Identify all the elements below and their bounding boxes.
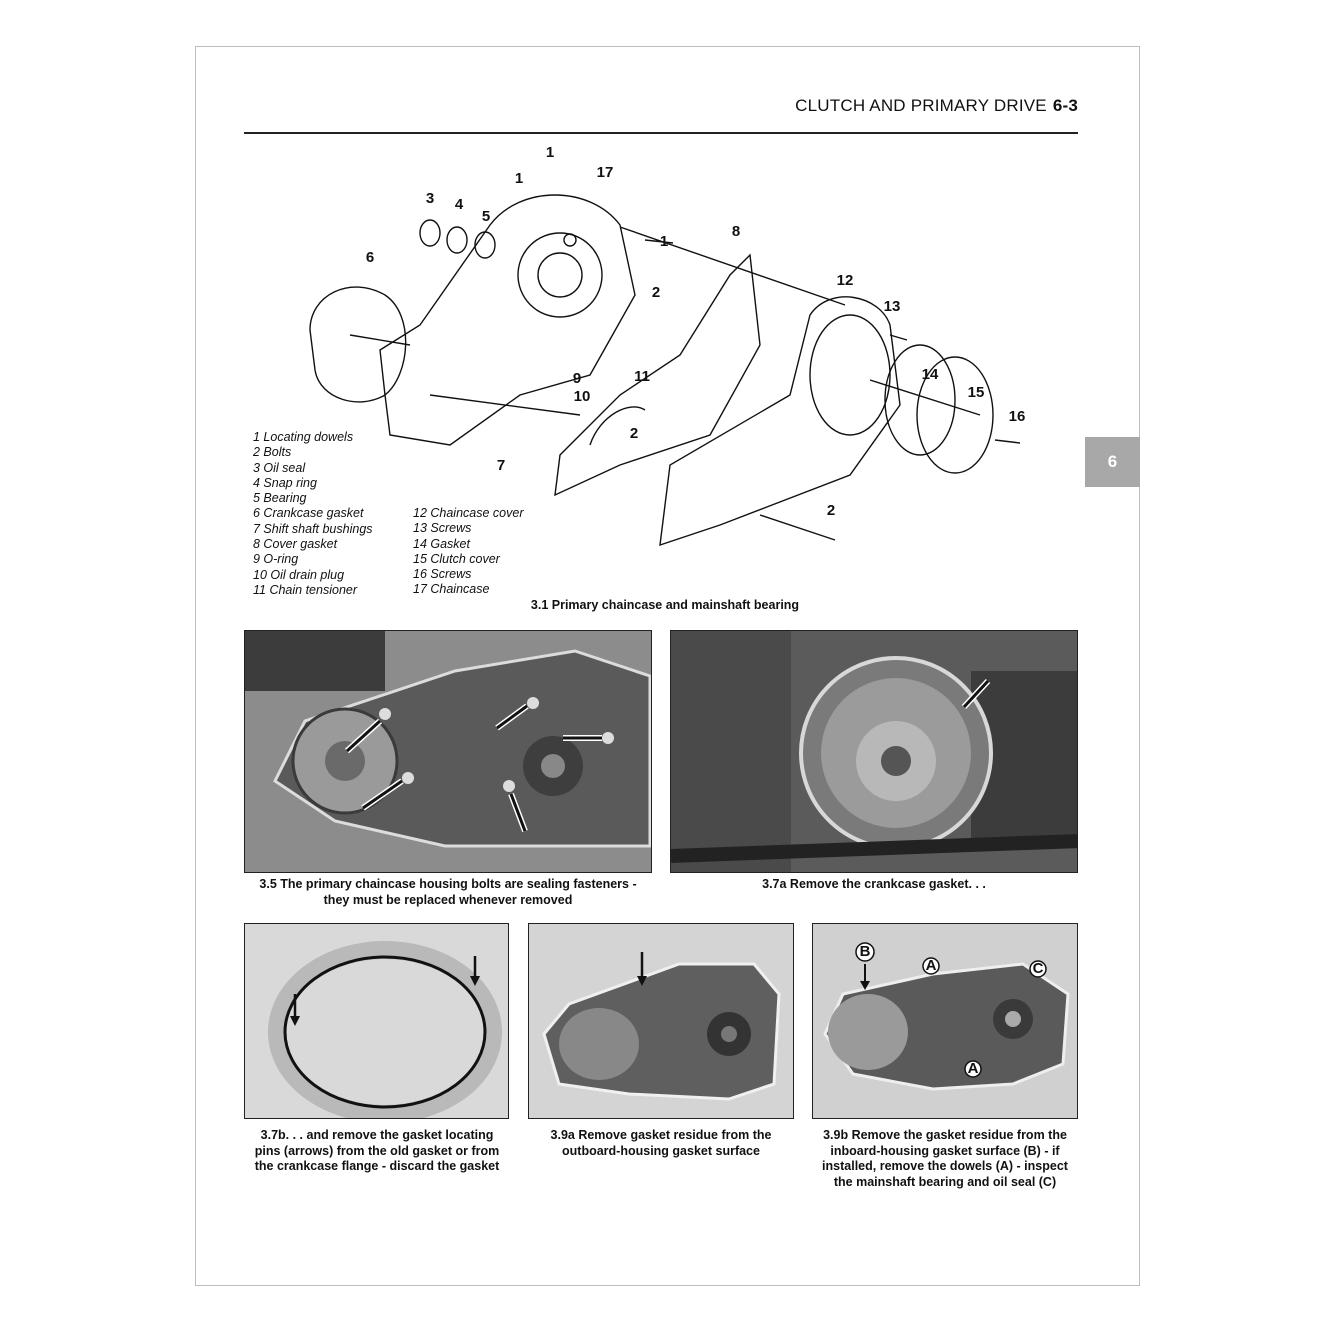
legend-item: 9 O-ring (253, 552, 299, 567)
caption-line: pins (arrows) from the old gasket or fro… (254, 1143, 500, 1158)
caption-3-9a: 3.9a Remove gasket residue from the outb… (528, 1128, 794, 1159)
legend-left: 1 Locating dowels 2 Bolts 3 Oil seal 4 S… (253, 430, 373, 598)
callout-7: 7 (497, 457, 505, 474)
callout-6: 6 (366, 249, 374, 266)
callout-2c: 2 (827, 502, 835, 519)
photo-3-5 (244, 630, 652, 873)
crankcase-gasket (309, 286, 407, 403)
photo-3-7b (244, 923, 509, 1119)
legend-item: 5 Bearing (253, 491, 307, 506)
caption-line: inboard-housing gasket surface (B) - if (830, 1143, 1060, 1158)
legend-item: 1 Locating dowels (253, 430, 354, 444)
legend-item: 6 Crankcase gasket (253, 506, 364, 521)
caption-3-5: 3.5 The primary chaincase housing bolts … (244, 877, 652, 908)
callout-2a: 2 (652, 284, 660, 301)
callout-2b: 2 (630, 425, 638, 442)
exploded-diagram: 1 1 17 3 4 5 1 8 2 6 12 13 9 10 11 14 15… (309, 145, 1026, 547)
callout-12: 12 (837, 272, 854, 289)
caption-line: 3.9b Remove the gasket residue from the (823, 1128, 1067, 1142)
caption-line: 3.7b. . . and remove the gasket locating (260, 1128, 494, 1142)
legend-item: 10 Oil drain plug (253, 567, 345, 582)
label-b: B (860, 943, 871, 960)
legend-item: 3 Oil seal (253, 460, 306, 475)
header-rule (244, 132, 1078, 134)
legend-item: 8 Cover gasket (253, 537, 338, 552)
callout-10: 10 (574, 388, 591, 405)
callout-1c: 1 (660, 233, 668, 250)
caption-line: the mainshaft bearing and oil seal (C) (833, 1174, 1057, 1189)
legend-item: 16 Screws (413, 567, 472, 582)
callout-9: 9 (573, 370, 581, 387)
label-c: C (1033, 960, 1044, 977)
label-a-top: A (926, 957, 937, 974)
callout-14: 14 (922, 366, 939, 383)
callout-3: 3 (426, 190, 434, 207)
callout-13: 13 (884, 298, 901, 315)
legend-item: 11 Chain tensioner (253, 582, 358, 597)
chapter-tab: 6 (1085, 437, 1140, 487)
legend-item: 15 Clutch cover (413, 551, 500, 566)
photo-3-9a (528, 923, 794, 1119)
caption-3-7a: 3.7a Remove the crankcase gasket. . . (762, 877, 986, 891)
chaincase-housing (379, 194, 636, 446)
caption-line: 3.5 The primary chaincase housing bolts … (259, 877, 637, 891)
page-header: CLUTCH AND PRIMARY DRIVE 6-3 (788, 96, 1078, 116)
legend-right: 12 Chaincase cover 13 Screws 14 Gasket 1… (413, 506, 523, 598)
legend-item: 12 Chaincase cover (413, 506, 524, 520)
callout-11: 11 (634, 368, 650, 385)
chapter-title: CLUTCH AND PRIMARY DRIVE (795, 96, 1047, 115)
label-a-bottom: A (968, 1060, 979, 1077)
caption-3-1: 3.1 Primary chaincase and mainshaft bear… (530, 598, 800, 612)
caption-line: outboard-housing gasket surface (562, 1143, 760, 1158)
callout-4: 4 (455, 196, 464, 213)
caption-line: the crankcase flange - discard the gaske… (254, 1159, 500, 1173)
chaincase-cover (659, 296, 901, 547)
callout-5: 5 (482, 208, 490, 225)
legend-item: 13 Screws (413, 521, 472, 536)
caption-3-9b: 3.9b Remove the gasket residue from the … (806, 1128, 1084, 1190)
caption-3-7b: 3.7b. . . and remove the gasket locating… (236, 1128, 518, 1175)
callout-8: 8 (732, 223, 740, 240)
page-number: 6-3 (1052, 96, 1078, 115)
callout-16: 16 (1009, 408, 1026, 425)
callout-17: 17 (597, 164, 614, 181)
photo-3-9b: B A C A (812, 923, 1078, 1119)
caption-line: installed, remove the dowels (A) - inspe… (822, 1159, 1068, 1173)
callout-1a: 1 (546, 145, 554, 161)
legend-item: 2 Bolts (253, 445, 292, 460)
legend-item: 14 Gasket (413, 536, 470, 551)
callout-15: 15 (968, 384, 985, 401)
legend-item: 17 Chaincase (413, 582, 490, 597)
callout-1b: 1 (515, 170, 523, 187)
legend-item: 4 Snap ring (253, 475, 317, 490)
legend-item: 7 Shift shaft bushings (253, 521, 373, 536)
cover-gasket (554, 253, 761, 497)
caption-line: they must be replaced whenever removed (323, 892, 573, 907)
photo-3-7a (670, 630, 1078, 873)
caption-line: 3.9a Remove gasket residue from the (550, 1128, 772, 1142)
